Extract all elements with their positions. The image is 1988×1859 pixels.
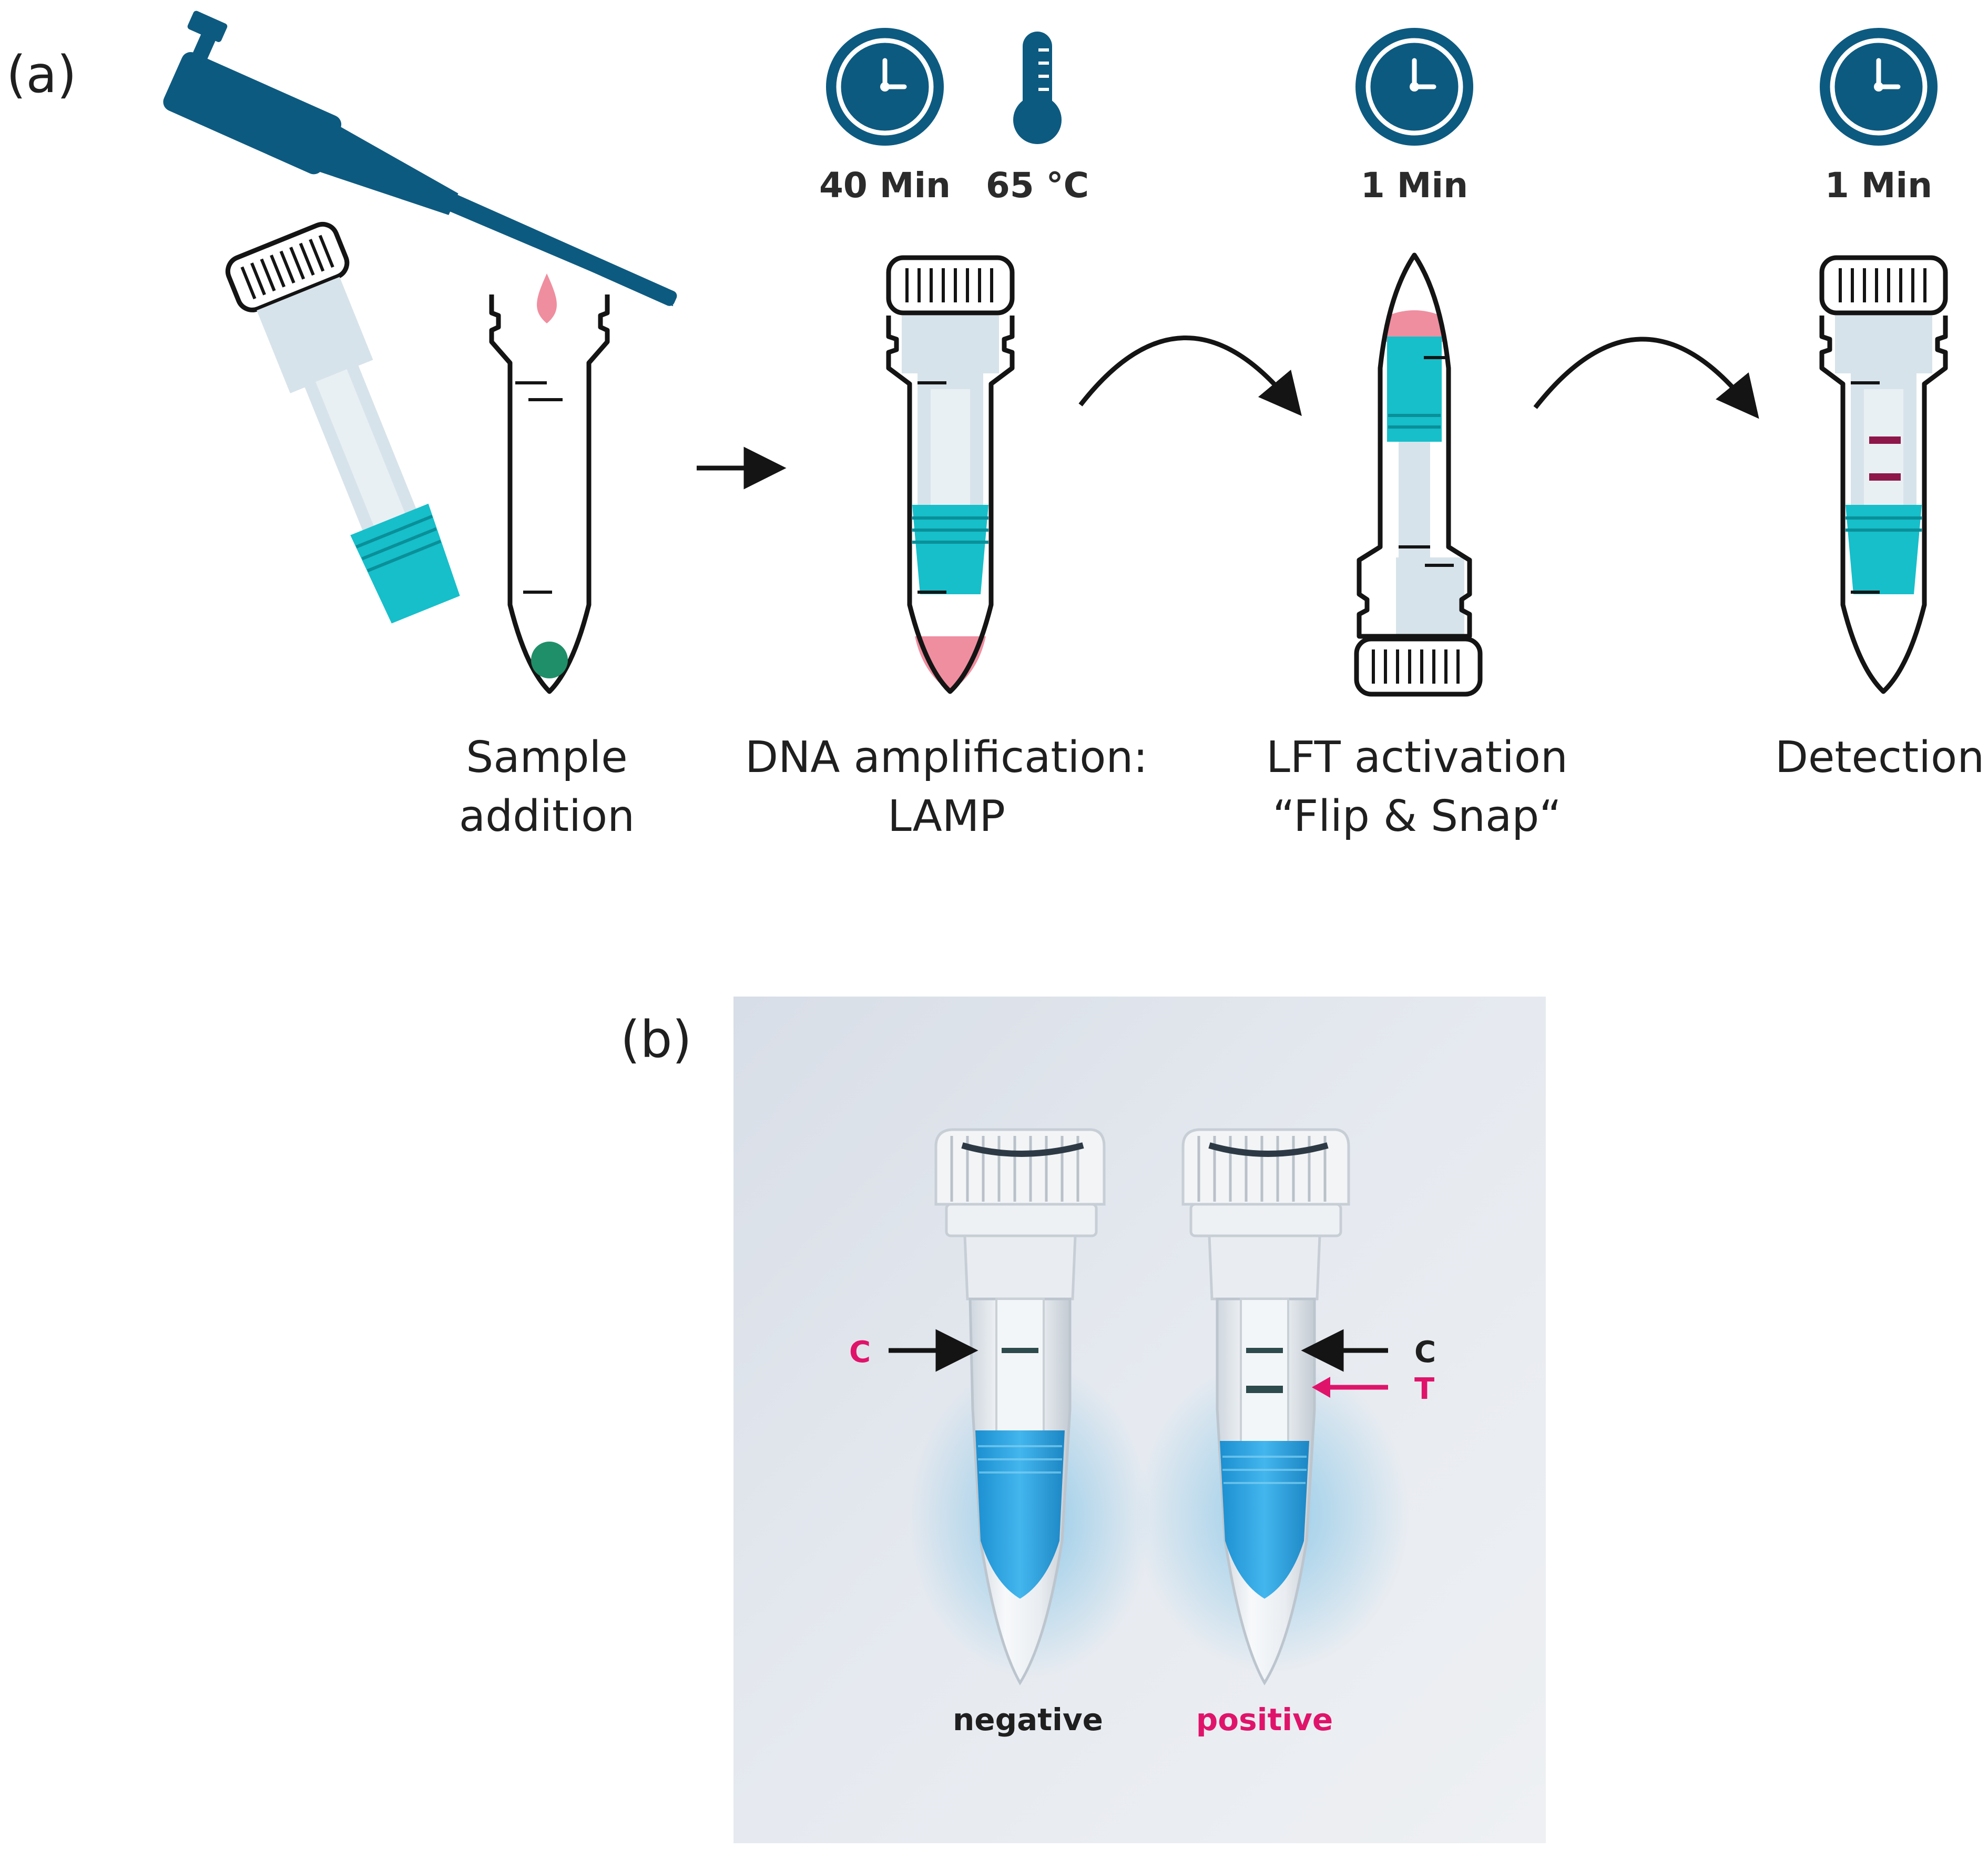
positive-test-line <box>1246 1386 1283 1393</box>
positive-control-line <box>1246 1348 1283 1353</box>
step2-time: 40 Min <box>819 165 951 206</box>
step1-label-line1: Sample <box>466 733 627 783</box>
positive-tube-photo <box>1136 1128 1409 1685</box>
flipped-tube <box>1354 252 1483 697</box>
positive-t-label: T <box>1414 1372 1434 1406</box>
panel-b-label: (b) <box>620 1010 692 1069</box>
negative-control-line <box>1002 1348 1038 1353</box>
step2-label-line1: DNA amplification: <box>745 733 1148 783</box>
negative-c-label: C <box>849 1335 871 1369</box>
result-photo: C C T negative positive <box>733 997 1546 1843</box>
step1-label-line2: addition <box>459 791 635 841</box>
step2-label-line2: LAMP <box>888 791 1005 841</box>
step4-time: 1 Min <box>1825 165 1932 206</box>
panel-a-label: (a) <box>6 45 77 104</box>
step4-label-line1: Detection <box>1775 733 1984 783</box>
clock-icon <box>1355 28 1473 146</box>
strip-holder <box>225 221 460 624</box>
negative-tube-photo <box>910 1128 1151 1685</box>
test-arrow-head <box>1312 1377 1330 1398</box>
thermometer-icon <box>1013 32 1062 144</box>
sample-tube <box>489 294 610 694</box>
detection-tube <box>1819 255 1948 694</box>
green-bead <box>531 642 568 678</box>
curved-arrow-icon <box>1533 337 1759 419</box>
lamp-tube <box>886 255 1015 694</box>
curved-arrow-icon <box>1078 336 1302 417</box>
pipette-icon <box>163 11 677 307</box>
positive-label: positive <box>1196 1702 1333 1738</box>
step3-time: 1 Min <box>1361 165 1468 206</box>
positive-c-label: C <box>1414 1335 1436 1369</box>
control-band <box>1869 436 1901 444</box>
step3-label-line2: “Flip & Snap“ <box>1272 791 1562 841</box>
test-band <box>1869 473 1901 481</box>
step3-label-line1: LFT activation <box>1266 733 1568 783</box>
negative-label: negative <box>953 1702 1103 1738</box>
sample-drop <box>537 273 557 323</box>
clock-icon <box>1820 28 1938 146</box>
clock-icon <box>826 28 944 146</box>
step2-temperature: 65 °C <box>986 165 1089 206</box>
